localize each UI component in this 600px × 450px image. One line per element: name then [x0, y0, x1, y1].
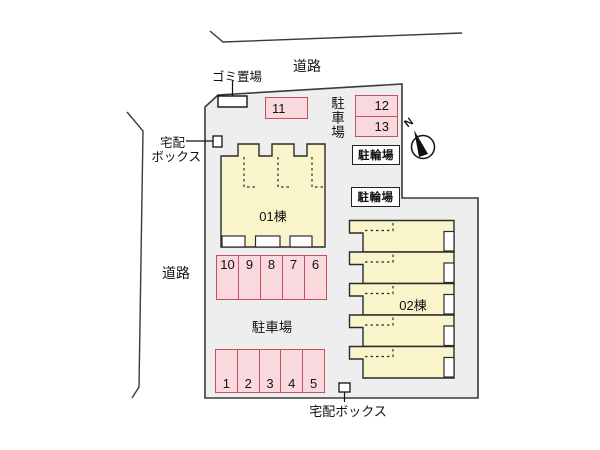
- parking-row-lower: 1 2 3 4 5: [215, 349, 325, 393]
- parking-space-7: 7: [283, 256, 305, 299]
- parking-space-number: 11: [272, 100, 286, 116]
- parking-area-label-bottom: 駐車場: [251, 320, 293, 335]
- bicycle-parking-2: 駐輪場: [351, 187, 400, 207]
- building-01-entrances: [221, 235, 313, 248]
- building-01-dashed-lines: [243, 157, 323, 188]
- delivery-box-left-label-line1: 宅配: [159, 136, 185, 150]
- compass-icon: [410, 130, 436, 160]
- building-01-shape: [220, 143, 326, 248]
- building-01-label: 01棟: [259, 209, 287, 224]
- building-02-label: 02棟: [399, 298, 427, 313]
- parking-space-4: 4: [281, 350, 304, 392]
- parking-space-2: 2: [238, 350, 260, 392]
- parking-spaces-12-13: 12 13: [355, 95, 398, 137]
- parking-area-label-right: 駐車場: [329, 96, 344, 140]
- road-label-left: 道路: [162, 265, 190, 281]
- parking-space-11: 11: [265, 97, 308, 119]
- parking-space-3: 3: [260, 350, 282, 392]
- building-02-dashed-lines: [365, 223, 394, 358]
- road-line-top: [209, 30, 463, 43]
- delivery-box-left-label-line2: ボックス: [151, 150, 201, 164]
- parking-space-6: 6: [311, 257, 320, 272]
- parking-space-5: 5: [309, 376, 318, 391]
- bicycle-parking-1: 駐輪場: [352, 145, 400, 165]
- parking-space-10: 10: [217, 256, 239, 299]
- parking-space-1: 1: [216, 350, 238, 392]
- parking-row-upper: 10 9 8 7 6: [216, 255, 327, 300]
- delivery-box-left: [212, 135, 223, 148]
- road-label-top: 道路: [293, 58, 321, 74]
- delivery-box-bottom-label: 宅配ボックス: [309, 404, 387, 419]
- parking-space-8: 8: [261, 256, 283, 299]
- road-line-left: [126, 111, 144, 399]
- building-02-shape: [348, 219, 455, 379]
- delivery-box-bottom: [338, 382, 351, 393]
- garbage-area-label: ゴミ置場: [212, 70, 263, 84]
- garbage-area-box: [217, 95, 248, 108]
- parking-space-13: 13: [374, 118, 389, 134]
- parking-space-9: 9: [239, 256, 261, 299]
- parking-space-12: 12: [356, 96, 397, 117]
- building-02-entrances: [443, 230, 455, 378]
